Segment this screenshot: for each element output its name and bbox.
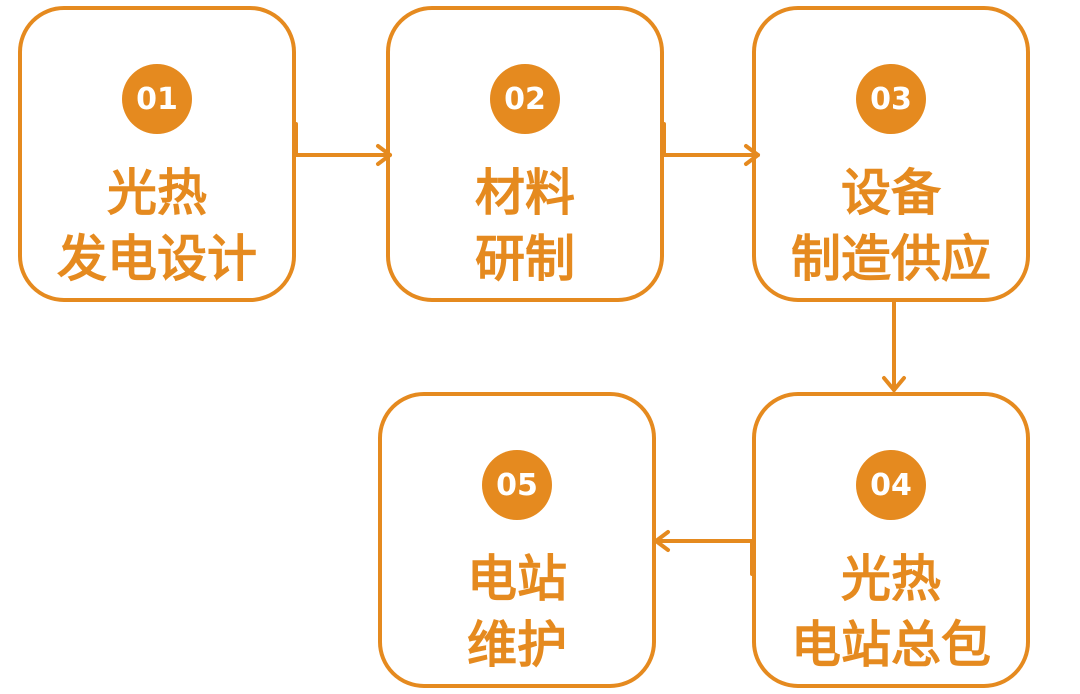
step-label-line-1: 材料 [475, 164, 575, 222]
step-number-badge: 04 [856, 450, 926, 520]
step-label-line-2: 制造供应 [791, 230, 991, 288]
step-number-badge: 02 [490, 64, 560, 134]
step-number-badge: 05 [482, 450, 552, 520]
step-label-line-1: 光热 [841, 550, 941, 608]
step-box-04: 04 光热 电站总包 [752, 392, 1030, 688]
step-label-line-2: 电站总包 [791, 616, 991, 674]
step-label-line-1: 设备 [841, 164, 941, 222]
step-label-line-2: 发电设计 [57, 230, 257, 288]
step-box-05: 05 电站 维护 [378, 392, 656, 688]
arrow-04-to-05 [654, 539, 754, 576]
arrow-head-03-to-04 [882, 376, 906, 392]
step-label-line-2: 维护 [467, 616, 567, 674]
step-label: 材料 研制 [390, 160, 660, 292]
step-box-03: 03 设备 制造供应 [752, 6, 1030, 302]
arrow-02-to-03 [662, 122, 760, 157]
step-label: 设备 制造供应 [756, 160, 1026, 292]
step-label-line-1: 光热 [107, 164, 207, 222]
step-number-badge: 01 [122, 64, 192, 134]
step-box-01: 01 光热 发电设计 [18, 6, 296, 302]
step-label: 光热 发电设计 [22, 160, 292, 292]
step-label-line-2: 研制 [475, 230, 575, 288]
step-box-02: 02 材料 研制 [386, 6, 664, 302]
arrow-head-04-to-05 [654, 530, 670, 552]
step-label: 光热 电站总包 [756, 546, 1026, 678]
arrow-01-to-02 [294, 122, 392, 157]
step-label: 电站 维护 [382, 546, 652, 678]
step-label-line-1: 电站 [467, 550, 567, 608]
step-number-badge: 03 [856, 64, 926, 134]
